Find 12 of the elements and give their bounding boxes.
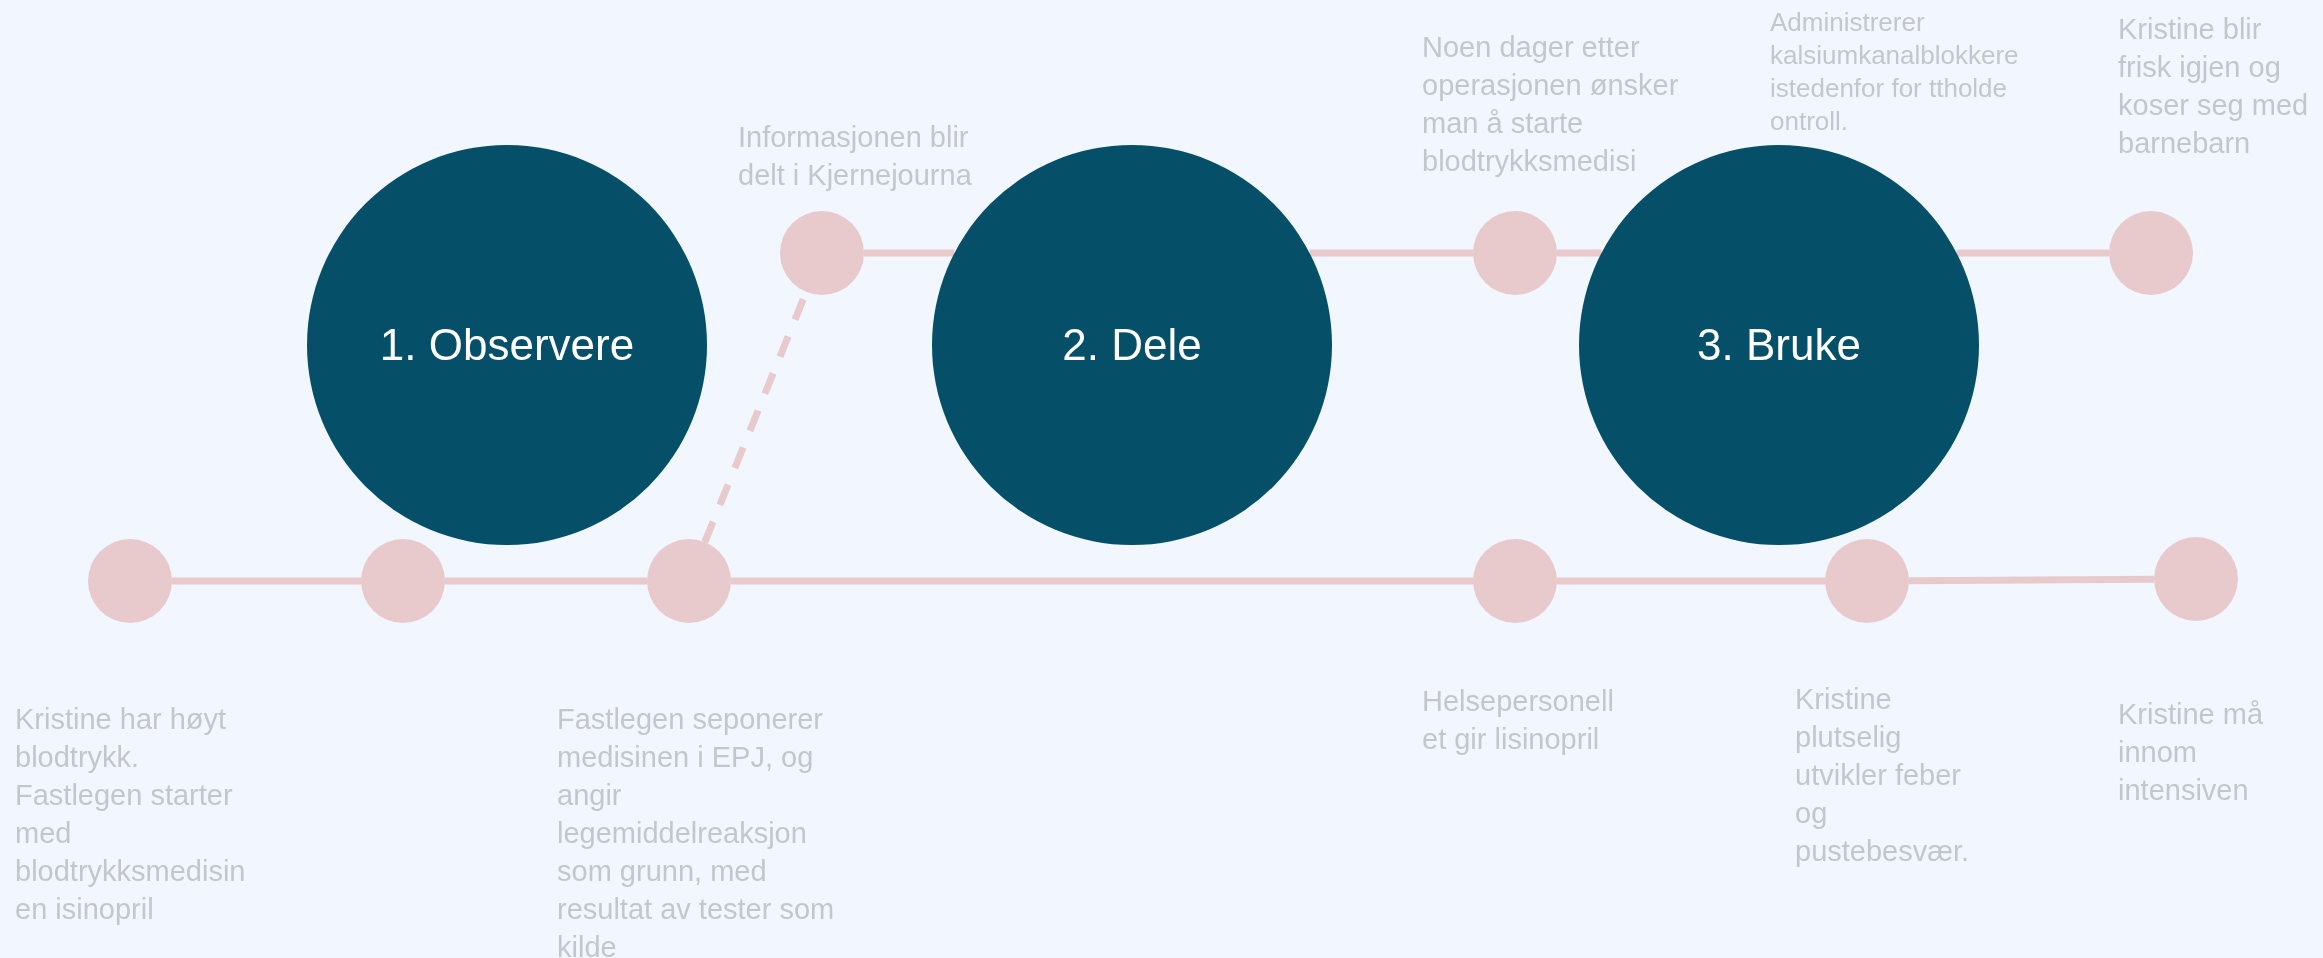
timeline-line <box>1557 249 1602 257</box>
stage-title: 3. Bruke <box>1697 320 1861 370</box>
timeline-line <box>1956 249 2109 257</box>
timeline-line <box>731 577 1473 585</box>
stage-title: 2. Dele <box>1062 320 1202 370</box>
timeline-line <box>1557 577 1825 585</box>
timeline-line <box>1309 249 1473 257</box>
stage-title: 1. Observere <box>379 320 635 370</box>
timeline-line <box>864 249 955 257</box>
timeline-line <box>1908 575 2154 585</box>
timeline-line <box>445 577 647 585</box>
timeline-line <box>172 577 361 585</box>
